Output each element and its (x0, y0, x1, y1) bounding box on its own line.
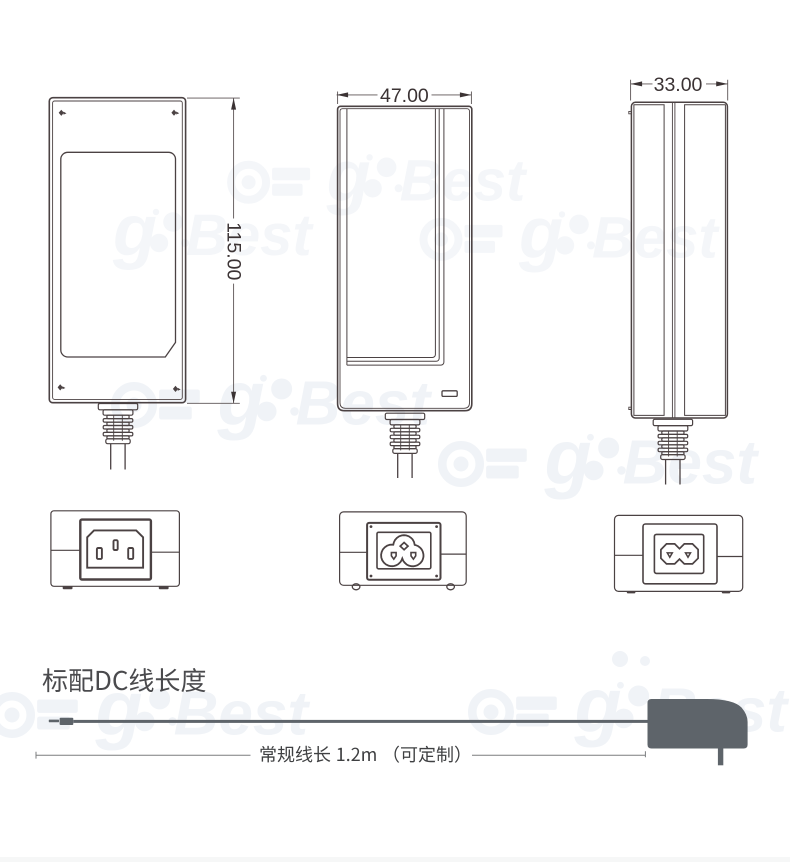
svg-text:47.00: 47.00 (380, 85, 429, 107)
svg-text:33.00: 33.00 (654, 74, 703, 96)
svg-text:115.00: 115.00 (223, 222, 245, 280)
